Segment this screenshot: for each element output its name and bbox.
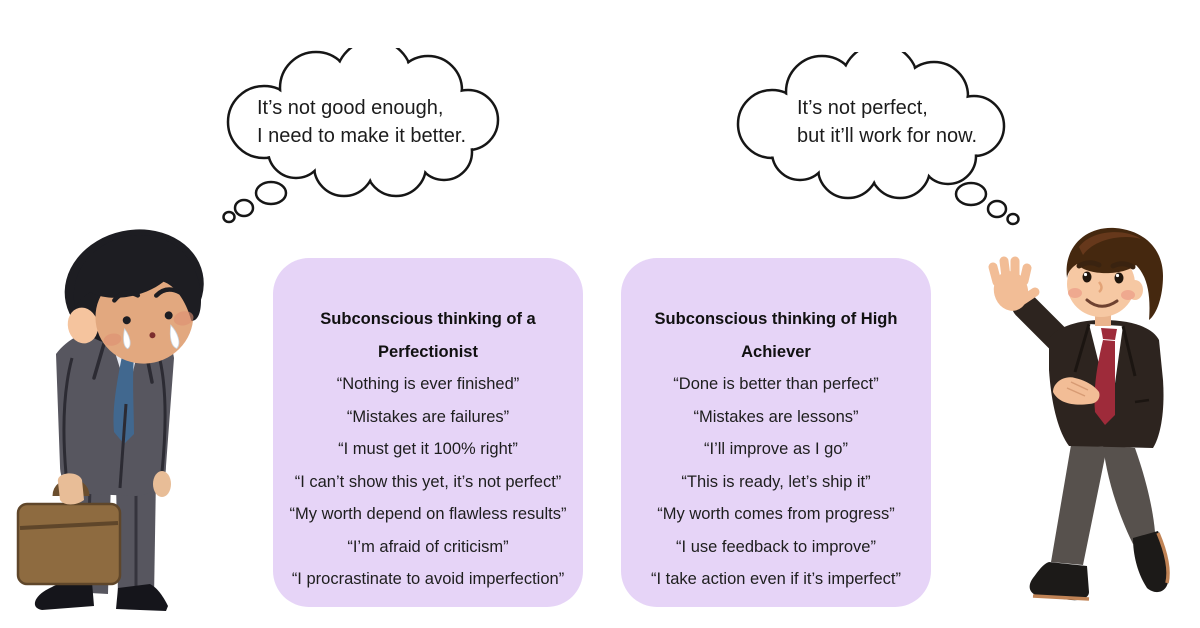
quote-line: “I’ll improve as I go” xyxy=(704,440,848,458)
quote-line: “My worth comes from progress” xyxy=(657,505,895,523)
quote-line: “I take action even if it’s imperfect” xyxy=(650,570,902,588)
thought-bubble-right-text: It’s not perfect, but it’ll work for now… xyxy=(797,94,977,150)
high-achiever-card: Subconscious thinking of High Achiever “… xyxy=(621,258,931,607)
thought-bubble-right xyxy=(736,52,1020,226)
quote-line: “Mistakes are failures” xyxy=(346,407,510,426)
card-title-line: Subconscious thinking of High xyxy=(654,310,898,328)
quote-line: “I procrastinate to avoid imperfection” xyxy=(291,570,565,588)
card-title-line: Subconscious thinking of a xyxy=(320,310,536,328)
quote-line: “I must get it 100% right” xyxy=(338,440,518,458)
quote-line: “I use feedback to improve” xyxy=(676,537,876,556)
thought-bubble-left xyxy=(222,48,500,224)
bubble-tail-left xyxy=(222,180,288,224)
bubble-tail-right xyxy=(954,181,1020,226)
perfectionist-card: Subconscious thinking of a Perfectionist… xyxy=(273,258,583,607)
quote-line: “I can’t show this yet, it’s not perfect… xyxy=(294,472,562,491)
sad-face xyxy=(64,229,204,364)
quote-line: “My worth depend on flawless results” xyxy=(289,505,567,523)
quote-line: “Done is better than perfect” xyxy=(673,375,879,393)
happy-businessman-illustration xyxy=(988,227,1170,601)
sad-businessman-illustration xyxy=(16,229,204,611)
bubble-line: It’s not good enough, xyxy=(257,97,444,119)
quote-line: “I’m afraid of criticism” xyxy=(347,537,509,556)
card-title-line: Achiever xyxy=(741,342,811,361)
bubble-line: I need to make it better. xyxy=(257,125,467,147)
bubble-line: It’s not perfect, xyxy=(797,97,928,119)
thought-bubble-left-text: It’s not good enough, I need to make it … xyxy=(257,94,466,150)
quote-line: “This is ready, let’s ship it” xyxy=(681,472,871,491)
bubble-line: but it’ll work for now. xyxy=(797,125,978,147)
quote-line: “Mistakes are lessons” xyxy=(693,407,859,426)
card-title-line: Perfectionist xyxy=(378,342,478,361)
quote-line: “Nothing is ever finished” xyxy=(336,375,520,393)
